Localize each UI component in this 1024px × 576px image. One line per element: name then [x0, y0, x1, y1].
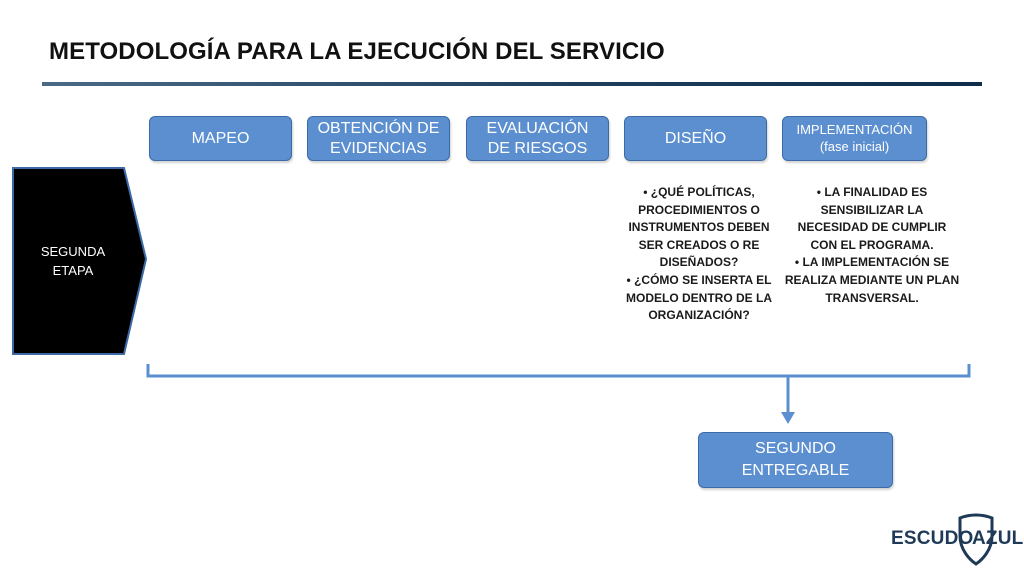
stage-implementacion-label: IMPLEMENTACIÓN (fase inicial)	[796, 122, 913, 154]
implementacion-point: LA IMPLEMENTACIÓN SE REALIZA MEDIANTE UN…	[784, 254, 960, 307]
stage-mapeo: MAPEO	[149, 116, 292, 161]
bracket-line	[146, 364, 971, 378]
phase-label: SEGUNDA ETAPA	[40, 244, 106, 278]
deliverable-box: SEGUNDO ENTREGABLE	[698, 432, 893, 488]
stage-obtencion-evidencias: OBTENCIÓN DE EVIDENCIAS	[307, 116, 450, 161]
stage-mapeo-label: MAPEO	[191, 129, 250, 147]
diseno-point: ¿QUÉ POLÍTICAS, PROCEDIMIENTOS O INSTRUM…	[624, 184, 774, 272]
stage-diseno: DISEÑO	[624, 116, 767, 161]
title-divider	[42, 82, 982, 86]
diseno-point: ¿CÓMO SE INSERTA EL MODELO DENTRO DE LA …	[624, 272, 774, 325]
shield-icon	[958, 513, 994, 566]
stage-evaluacion-riesgos: EVALUACIÓN DE RIESGOS	[466, 116, 609, 161]
arrow-down-icon	[781, 412, 795, 424]
logo: ESCUDO AZUL	[888, 508, 1023, 570]
phase-chevron	[12, 167, 148, 355]
implementacion-point: LA FINALIDAD ES SENSIBILIZAR LA NECESIDA…	[784, 184, 960, 254]
logo-text-left: ESCUDO	[891, 528, 974, 549]
deliverable-label: SEGUNDO ENTREGABLE	[741, 440, 850, 479]
stage-obtencion-label: OBTENCIÓN DE EVIDENCIAS	[317, 119, 440, 157]
stage-implementacion: IMPLEMENTACIÓN (fase inicial)	[782, 116, 927, 161]
diseno-points: ¿QUÉ POLÍTICAS, PROCEDIMIENTOS O INSTRUM…	[624, 184, 774, 325]
page-title: METODOLOGÍA PARA LA EJECUCIÓN DEL SERVIC…	[49, 38, 665, 65]
stage-evaluacion-label: EVALUACIÓN DE RIESGOS	[486, 119, 589, 157]
logo-text-right: AZUL	[972, 528, 1024, 549]
phase-chevron-shape	[12, 167, 148, 355]
stage-diseno-label: DISEÑO	[664, 129, 727, 147]
implementacion-points: LA FINALIDAD ES SENSIBILIZAR LA NECESIDA…	[784, 184, 960, 307]
